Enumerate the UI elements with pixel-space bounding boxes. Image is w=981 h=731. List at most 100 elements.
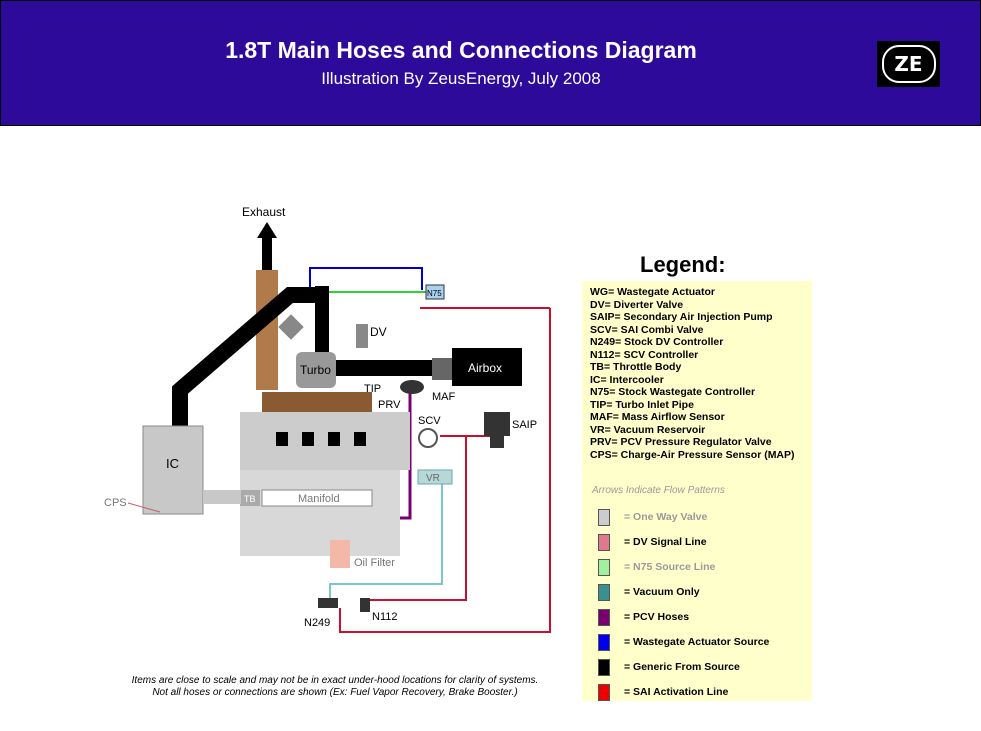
exhaust-label: Exhaust [242,205,286,219]
tb-label: TB [244,494,256,504]
n75-label: N75 [427,289,442,298]
sai-line-3 [370,436,467,601]
def-n75: N75= Stock Wastegate Controller [590,386,756,398]
def-saip: SAIP= Secondary Air Injection Pump [590,311,773,323]
legend-definitions: WG= Wastegate Actuator DV= Diverter Valv… [590,286,795,461]
one-way-valve-swatch [598,508,610,526]
cps-label: CPS [104,497,127,509]
turbo-label: Turbo [300,363,331,377]
header-banner: 1.8T Main Hoses and Connections Diagram … [0,0,981,126]
coil-3 [328,432,340,446]
airbox-label: Airbox [468,361,502,375]
n112-label: N112 [372,611,397,623]
valve-cover [240,412,410,470]
charge-pipe [172,287,320,430]
vacuum-only-swatch [598,583,610,601]
key-sai-activation: = SAI Activation Line [598,683,728,701]
throttle-body [240,490,260,506]
turbo-housing [296,352,336,388]
key-wastegate-source: = Wastegate Actuator Source [598,633,769,651]
exhaust-arrow [257,222,277,238]
key-pcv-hoses: = PCV Hoses [598,608,689,626]
def-dv: DV= Diverter Valve [590,298,684,311]
def-maf: MAF= Mass Airflow Sensor [590,411,725,423]
ze-logo: ZE [877,41,940,87]
def-wg: WG= Wastegate Actuator [590,286,715,298]
legend-box: WG= Wastegate Actuator DV= Diverter Valv… [582,281,812,701]
def-scv: SCV= SAI Combi Valve [590,323,704,336]
dv-valve [356,324,368,348]
def-n249: N249= Stock DV Controller [590,336,724,348]
arrows-note: Arrows Indicate Flow Patterns [592,485,725,496]
key-n75-source: = N75 Source Line [598,558,715,576]
intake-manifold [261,489,373,507]
coil-2 [302,432,314,446]
page-subtitle: Illustration By ZeusEnergy, July 2008 [321,69,601,88]
sai-activation-swatch [598,683,610,701]
key-one-way-valve: = One Way Valve [598,508,707,526]
airbox [452,348,522,386]
key-label: = Vacuum Only [624,586,700,598]
key-label: = PCV Hoses [624,611,690,623]
key-label: = One Way Valve [624,511,708,523]
n249-valve [318,598,338,608]
key-dv-signal: = DV Signal Line [598,533,707,551]
saip-pump [484,412,510,436]
def-n112: N112= SCV Controller [590,348,699,361]
vacuum-reservoir [417,469,453,485]
page-title: 1.8T Main Hoses and Connections Diagram [225,37,697,63]
cps-pointer [127,502,161,513]
ic-to-tb-pipe [203,490,241,504]
legend-title: Legend: [640,252,726,277]
scv-label: SCV [418,415,441,427]
key-label: = Generic From Source [624,661,740,673]
maf-label: MAF [432,391,456,403]
wastegate-actuator [278,314,304,340]
sai-activation-line [339,308,551,633]
manifold-label: Manifold [298,493,340,505]
n112-valve [360,598,370,612]
saip-pump-base [490,436,504,448]
dv-label: DV [370,325,387,339]
footnote: Items are close to scale and may not be … [100,675,570,699]
n249-label: N249 [304,617,330,629]
footnote-line-1: Items are close to scale and may not be … [131,675,539,686]
wastegate-source-line [309,267,423,290]
saip-label: SAIP [512,419,537,431]
tip-pipe [335,360,455,376]
n75-source-swatch [598,558,610,576]
n75-valve [425,284,445,300]
ic-label: IC [166,456,179,471]
key-label: = DV Signal Line [624,536,707,548]
generic-source-swatch [598,658,610,676]
key-vacuum-only: = Vacuum Only [598,583,700,601]
key-label: = Wastegate Actuator Source [624,636,770,648]
exhaust-pipe [262,238,272,278]
def-tb: TB= Throttle Body [590,361,682,373]
wastegate-source-swatch [598,633,610,651]
oil-filter-label: Oil Filter [354,557,395,569]
engine-block [240,470,400,556]
vacuum-line [329,484,443,600]
def-cps: CPS= Charge-Air Pressure Sensor (MAP) [590,448,795,461]
prv-valve [400,380,424,394]
logo-text: ZE [881,45,936,83]
key-label: = SAI Activation Line [624,686,729,698]
key-label: = N75 Source Line [624,561,716,573]
vr-label: VR [426,473,440,484]
def-tip: TIP= Turbo Inlet Pipe [590,398,694,411]
coil-4 [354,432,366,446]
key-generic-source: = Generic From Source [598,658,740,676]
dv-signal-swatch [598,533,610,551]
def-prv: PRV= PCV Pressure Regulator Valve [590,436,772,448]
coil-1 [276,432,288,446]
maf-sensor [432,358,452,380]
pcv-hoses-swatch [598,608,610,626]
prv-label: PRV [378,399,401,411]
def-vr: VR= Vacuum Reservoir [590,423,706,436]
exhaust-manifold [262,392,372,412]
turbo-uppipe [315,286,329,356]
scv-valve [418,428,438,448]
def-ic: IC= Intercooler [590,373,664,386]
